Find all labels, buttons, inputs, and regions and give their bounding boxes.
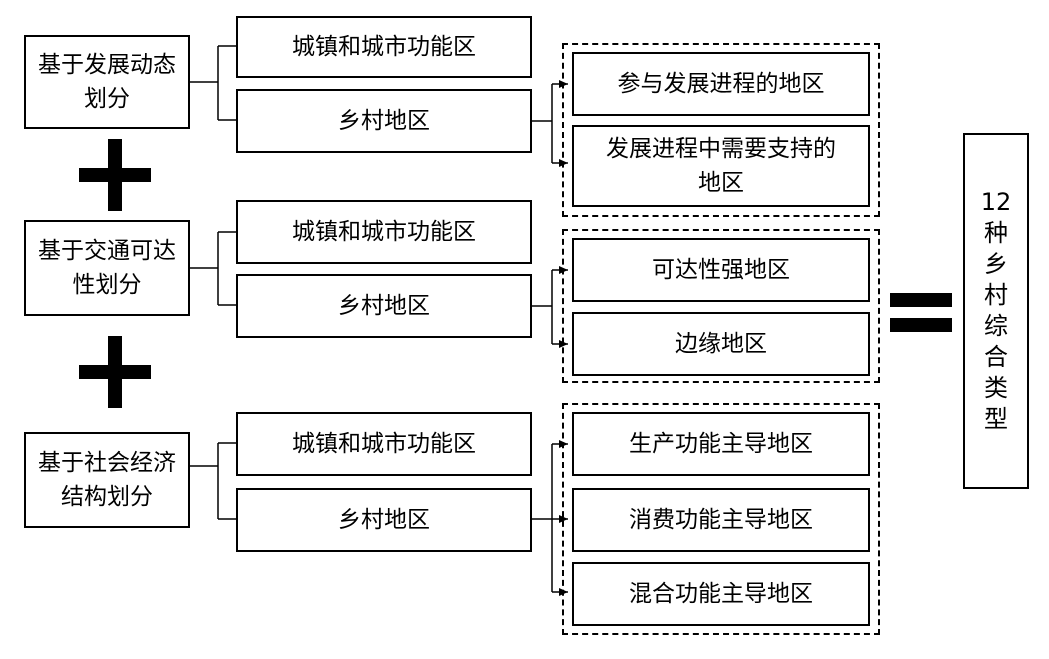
subtype-label: 可达性强地区 (652, 257, 790, 283)
category-label: 城镇和城市功能区 (292, 431, 476, 457)
subtype-box: 混合功能主导地区 (572, 562, 870, 626)
result-box: 12 种 乡 村 综 合 类 型 (963, 133, 1029, 489)
category-urban-box: 城镇和城市功能区 (236, 200, 532, 264)
category-rural-box: 乡村地区 (236, 274, 532, 338)
subtype-box: 消费功能主导地区 (572, 488, 870, 552)
result-char: 12 (980, 188, 1012, 216)
result-char: 乡 (984, 250, 1008, 278)
subtype-group-dynamic (562, 43, 880, 217)
subtype-label: 边缘地区 (675, 331, 767, 357)
dimension-socioeconomic-box: 基于社会经济结构划分 (24, 432, 190, 528)
dimension-label: 基于发展动态划分 (38, 52, 176, 112)
dimension-accessibility-box: 基于交通可达性划分 (24, 220, 190, 316)
subtype-label: 参与发展进程的地区 (617, 71, 825, 97)
category-urban-box: 城镇和城市功能区 (236, 16, 532, 78)
category-label: 乡村地区 (338, 293, 430, 319)
equals-icon (890, 293, 952, 332)
subtype-box: 生产功能主导地区 (572, 412, 870, 476)
category-label: 乡村地区 (338, 108, 430, 134)
connectors-accessibility (190, 231, 568, 348)
category-label: 城镇和城市功能区 (292, 34, 476, 60)
category-rural-box: 乡村地区 (236, 488, 532, 552)
subtype-group-accessibility (562, 229, 880, 383)
dimension-label: 基于交通可达性划分 (38, 238, 176, 298)
plus-icon (79, 336, 151, 408)
subtype-label: 混合功能主导地区 (629, 581, 813, 607)
result-char: 型 (984, 405, 1008, 433)
category-label: 城镇和城市功能区 (292, 219, 476, 245)
category-urban-box: 城镇和城市功能区 (236, 412, 532, 476)
subtype-box: 可达性强地区 (572, 238, 870, 302)
connectors-dynamic (190, 45, 568, 167)
connectors-socioeconomic (190, 440, 568, 596)
result-char: 村 (984, 281, 1008, 309)
subtype-label: 生产功能主导地区 (629, 431, 813, 457)
result-char: 合 (984, 343, 1008, 371)
result-char: 类 (984, 374, 1008, 402)
subtype-box: 参与发展进程的地区 (572, 52, 870, 116)
plus-icon (79, 139, 151, 211)
subtype-label: 发展进程中需要支持的地区 (606, 136, 836, 196)
result-char: 种 (984, 219, 1008, 247)
dimension-label: 基于社会经济结构划分 (38, 450, 176, 510)
category-rural-box: 乡村地区 (236, 89, 532, 153)
subtype-group-socioeconomic (562, 403, 880, 635)
category-label: 乡村地区 (338, 507, 430, 533)
result-char: 综 (984, 312, 1008, 340)
subtype-box: 发展进程中需要支持的地区 (572, 125, 870, 207)
dimension-dynamic-box: 基于发展动态划分 (24, 35, 190, 129)
subtype-label: 消费功能主导地区 (629, 507, 813, 533)
subtype-box: 边缘地区 (572, 312, 870, 376)
